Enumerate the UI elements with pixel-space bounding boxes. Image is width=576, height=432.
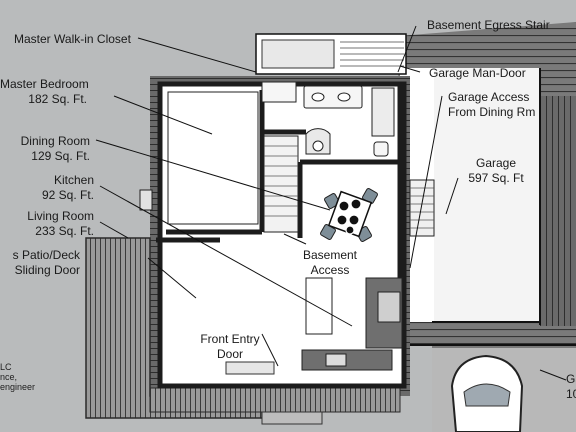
label-dining-room: Dining Room 129 Sq. Ft. — [10, 134, 90, 164]
car-icon — [432, 348, 576, 432]
label-kitchen-area: 92 Sq. Ft. — [41, 188, 94, 202]
label-master-closet: Master Walk-in Closet — [14, 32, 131, 46]
dining-table — [320, 188, 378, 242]
label-dining-room-area: 129 Sq. Ft. — [31, 149, 90, 163]
leader-lines — [95, 25, 567, 381]
basement-egress-stair — [255, 33, 407, 75]
label-basement-egress: Basement Egress Stair — [427, 18, 550, 32]
label-footer-partial: LC nce, engineer — [0, 362, 35, 392]
label-patio-deck: s Patio/Deck Sliding Door — [0, 248, 80, 278]
label-partial-right: Ga 10 — [566, 372, 576, 402]
label-living-room-name: Living Room — [27, 209, 94, 223]
label-front-entry-line2: Door — [216, 347, 243, 361]
label-master-bedroom: Master Bedroom 182 Sq. Ft. — [0, 77, 89, 107]
label-basement-access: Basement Access — [302, 248, 358, 278]
interior-stairs — [263, 135, 299, 233]
label-garage-area: 597 Sq. Ft — [468, 171, 524, 185]
label-dining-room-name: Dining Room — [20, 134, 90, 148]
label-front-entry-line1: Front Entry — [200, 332, 260, 346]
label-garage-name: Garage — [475, 156, 517, 170]
label-front-entry: Front Entry Door — [194, 332, 266, 362]
front-entry-steps — [225, 361, 275, 375]
label-garage: Garage 597 Sq. Ft — [466, 156, 526, 186]
label-basement-access-line1: Basement — [302, 248, 358, 262]
kitchen-counters — [301, 277, 403, 371]
label-living-room-area: 233 Sq. Ft. — [35, 224, 94, 238]
window-bumpout — [139, 189, 153, 211]
label-garage-man-door: Garage Man-Door — [429, 66, 526, 80]
label-footer-line3: engineer — [0, 382, 36, 392]
label-kitchen-name: Kitchen — [53, 173, 94, 187]
label-kitchen: Kitchen 92 Sq. Ft. — [20, 173, 94, 203]
label-master-bedroom-name: Master Bedroom — [0, 77, 89, 91]
label-footer-line1: LC — [0, 362, 12, 372]
label-master-bedroom-area: 182 Sq. Ft. — [28, 92, 87, 106]
label-footer-line2: nce, — [0, 372, 18, 382]
label-garage-access-line2: From Dining Rm — [448, 105, 536, 119]
label-partial-right-line2: 10 — [566, 387, 576, 401]
bathroom-fixtures — [167, 81, 395, 225]
label-patio-deck-line1: s Patio/Deck — [12, 248, 80, 262]
label-basement-access-line2: Access — [310, 263, 350, 277]
label-partial-right-line1: Ga — [566, 372, 576, 386]
garage-stair — [409, 179, 435, 237]
label-patio-deck-line2: Sliding Door — [14, 263, 80, 277]
label-garage-access: Garage Access From Dining Rm — [448, 90, 535, 120]
label-living-room: Living Room 233 Sq. Ft. — [10, 209, 94, 239]
label-garage-access-line1: Garage Access — [448, 90, 530, 104]
